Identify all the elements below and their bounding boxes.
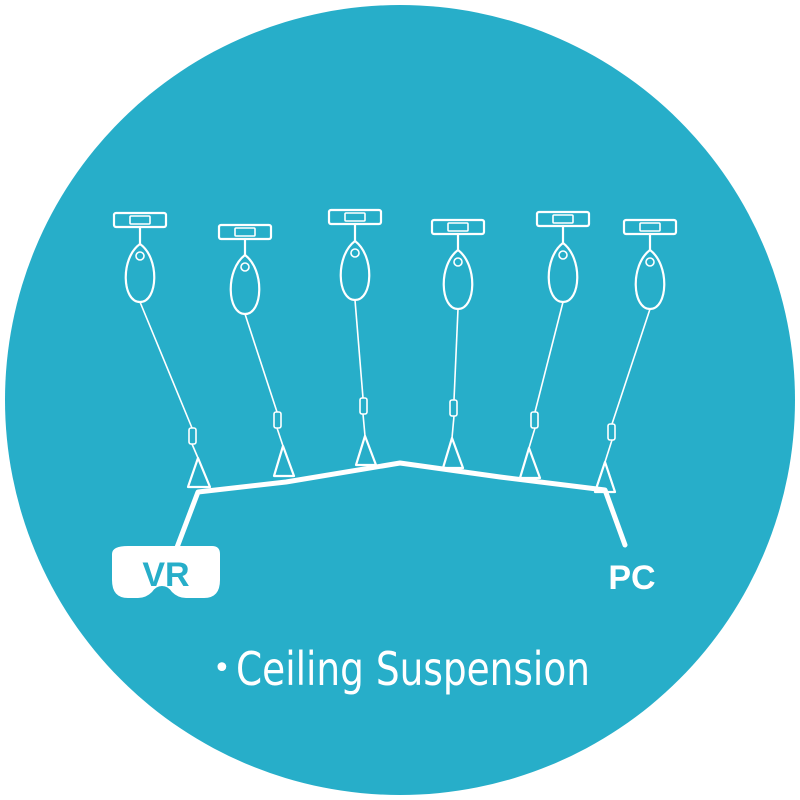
- suspension-unit-2: [217, 223, 296, 478]
- pc-label: PC: [608, 559, 655, 597]
- ceiling-mount-icon: [327, 208, 383, 243]
- hanging-wire: [453, 308, 459, 401]
- hanging-wire: [354, 299, 364, 399]
- vr-headset-icon: VR: [112, 546, 220, 598]
- ceiling-mount-icon: [217, 223, 273, 257]
- carabiner-icon: [593, 460, 617, 494]
- suspension-unit-3: [327, 208, 383, 467]
- hanging-wire: [244, 313, 278, 413]
- caption-bullet: •: [213, 651, 231, 686]
- hanging-wire: [139, 301, 193, 429]
- caption-text: Ceiling Suspension: [236, 642, 590, 696]
- ceiling-mount-icon: [430, 218, 486, 252]
- ceiling-mount-icon: [112, 211, 168, 246]
- suspension-unit-5: [518, 210, 591, 480]
- suspension-unit-1: [112, 211, 212, 489]
- suspension-unit-6: [593, 218, 678, 494]
- hanging-wire: [534, 301, 564, 413]
- carabiner-icon: [272, 444, 296, 478]
- hanging-wire: [611, 308, 651, 425]
- carabiner-icon: [441, 436, 465, 470]
- carabiner-icon: [518, 446, 542, 480]
- vr-label: VR: [142, 556, 189, 594]
- suspension-unit-4: [430, 218, 486, 470]
- caption: • Ceiling Suspension: [213, 642, 590, 696]
- ceiling-mount-icon: [622, 218, 678, 252]
- main-cable: [173, 460, 628, 553]
- ceiling-mount-icon: [535, 210, 591, 245]
- carabiner-icon: [186, 456, 212, 489]
- carabiner-icon: [354, 434, 378, 467]
